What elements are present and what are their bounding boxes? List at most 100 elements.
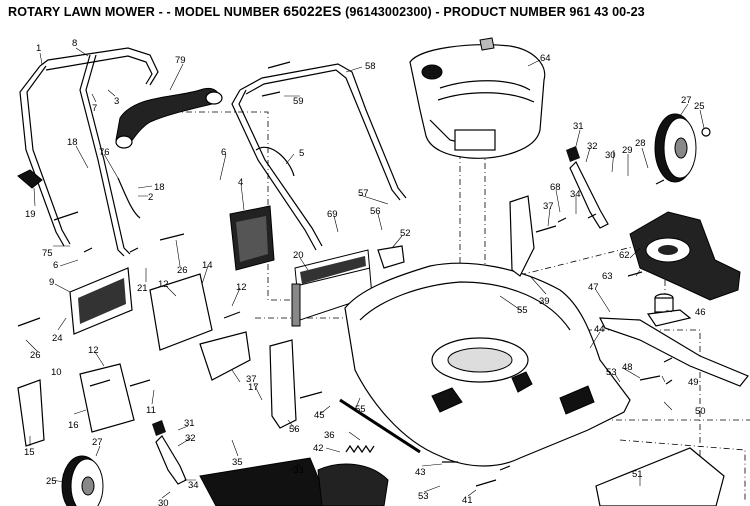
callout-p51: 51 — [632, 469, 643, 480]
rear-deflector — [291, 249, 373, 327]
callout-p12a: 12 — [158, 279, 169, 290]
model-number: 65022ES — [283, 3, 342, 19]
lever-31 — [566, 146, 580, 162]
callout-p43: 43 — [415, 467, 426, 478]
callout-p41: 41 — [462, 495, 473, 506]
callout-p42: 42 — [313, 443, 324, 454]
lever-32 — [569, 160, 609, 229]
callout-p31a: 31 — [573, 121, 584, 132]
chute-door-17 — [199, 331, 251, 381]
callout-p25a: 25 — [694, 101, 705, 112]
callout-p12b: 12 — [236, 282, 247, 293]
callout-p56b: 56 — [289, 424, 300, 435]
wheel-bracket-15 — [17, 379, 45, 447]
callout-p5: 5 — [299, 148, 304, 159]
callout-p14: 14 — [202, 260, 213, 271]
engine — [409, 37, 546, 159]
callout-p25b: 25 — [46, 476, 57, 487]
callout-p39: 39 — [539, 296, 550, 307]
callout-p11: 11 — [146, 405, 156, 416]
handle-grip — [115, 87, 221, 147]
callout-p18a: 18 — [67, 137, 78, 148]
callout-p26a: 26 — [177, 265, 188, 276]
blade-adapter — [646, 293, 692, 327]
nuts — [83, 179, 673, 471]
rear-wheel — [654, 113, 697, 183]
callout-p75: 75 — [42, 248, 53, 259]
callout-p2: 2 — [148, 192, 153, 203]
callout-p18b: 18 — [154, 182, 165, 193]
callout-p76: 76 — [99, 147, 110, 158]
bag-frame — [229, 205, 275, 271]
callout-p7: 7 — [92, 103, 97, 114]
title-suffix: (96143002300) - PRODUCT NUMBER 961 43 00… — [341, 5, 645, 19]
callout-p55b: 55 — [355, 404, 366, 415]
callout-p79: 79 — [175, 55, 186, 66]
callout-p58: 58 — [365, 61, 376, 72]
lever-32b — [155, 435, 187, 485]
title-prefix: ROTARY LAWN MOWER - - MODEL NUMBER — [8, 5, 284, 19]
shield-33b — [317, 463, 389, 506]
callout-p46: 46 — [695, 307, 706, 318]
callout-p12c: 12 — [88, 345, 99, 356]
callout-p4: 4 — [238, 177, 243, 188]
callout-p17: 17 — [248, 382, 259, 393]
spring-42 — [345, 444, 375, 454]
callout-p15: 15 — [24, 447, 35, 458]
handle-lever-19 — [17, 169, 43, 189]
callout-p45: 45 — [314, 410, 325, 421]
callout-p28: 28 — [635, 138, 646, 149]
callout-p35: 35 — [232, 457, 243, 468]
callout-p62: 62 — [619, 250, 630, 261]
shield-51 — [595, 447, 725, 506]
lever-31b — [152, 420, 166, 436]
callout-p52: 52 — [400, 228, 411, 239]
callout-p10: 10 — [51, 367, 62, 378]
part-callouts: 1 8 3 7 79 58 59 64 27 25 18 76 18 2 6 5… — [24, 38, 706, 506]
callout-p3: 3 — [114, 96, 119, 107]
callout-p20: 20 — [293, 250, 304, 261]
cable-5 — [255, 146, 295, 177]
callout-p31b: 31 — [184, 418, 195, 429]
callout-p21: 21 — [137, 283, 148, 294]
height-adjuster-56 — [269, 339, 297, 429]
callout-p69: 69 — [327, 209, 338, 220]
blade — [599, 317, 749, 387]
callout-p55a: 55 — [517, 305, 528, 316]
callout-p26b: 26 — [30, 350, 41, 361]
callout-p68: 68 — [550, 182, 561, 193]
callout-p64: 64 — [540, 53, 551, 64]
height-adjuster-39 — [509, 195, 535, 277]
callout-p50: 50 — [695, 406, 706, 417]
leader-lines — [25, 47, 705, 499]
callout-p24: 24 — [52, 333, 63, 344]
callout-p32a: 32 — [587, 141, 598, 152]
callout-p9: 9 — [49, 277, 54, 288]
callout-p8: 8 — [72, 38, 77, 49]
callout-p59: 59 — [293, 96, 304, 107]
callout-p1: 1 — [36, 43, 41, 54]
callout-p49: 49 — [688, 377, 699, 388]
callout-p53b: 53 — [418, 491, 429, 502]
callout-p44: 44 — [594, 324, 605, 335]
rod-36 — [339, 398, 421, 454]
cable-2 — [117, 177, 141, 219]
callout-p36: 36 — [324, 430, 335, 441]
upper-handle — [231, 63, 407, 251]
callout-p30: 30 — [605, 150, 616, 161]
callout-p47: 47 — [588, 282, 599, 293]
flap-16 — [79, 363, 135, 433]
callout-p34a: 34 — [570, 189, 581, 200]
callout-p63: 63 — [602, 271, 613, 282]
grass-deflector-62 — [629, 211, 741, 301]
callout-p27b: 27 — [92, 437, 103, 448]
callout-p57: 57 — [358, 188, 369, 199]
callout-p34b: 34 — [188, 480, 199, 491]
callout-p37b: 37 — [246, 374, 257, 385]
mower-deck — [344, 262, 631, 467]
shield-33 — [199, 457, 331, 506]
callout-p27a: 27 — [681, 95, 692, 106]
callout-p37a: 37 — [543, 201, 554, 212]
callout-p19: 19 — [25, 209, 36, 220]
